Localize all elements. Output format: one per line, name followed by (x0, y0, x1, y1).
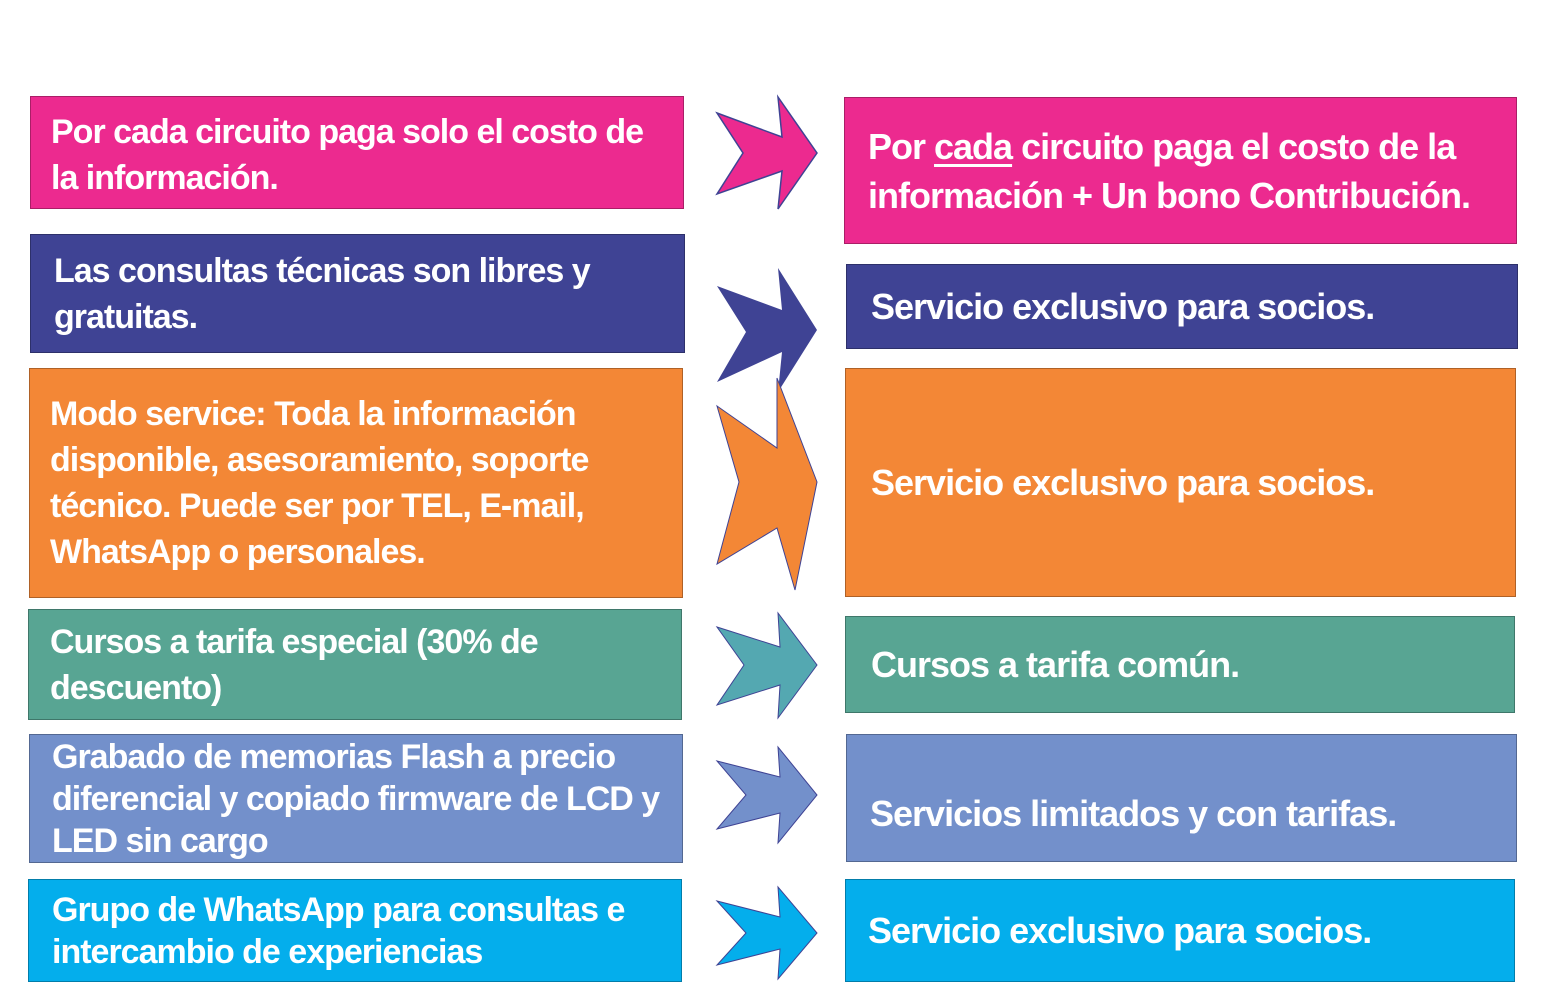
left-box-4-line-2: descuento) (50, 668, 222, 707)
right-box-6: Servicio exclusivo para socios. (845, 879, 1515, 982)
left-box-2-line-2: gratuitas. (54, 297, 198, 336)
right-box-1-text-a: Por (868, 125, 935, 167)
arrow-6 (715, 885, 818, 981)
left-box-4: Cursos a tarifa especial (30% de descuen… (28, 609, 682, 720)
right-box-3: Servicio exclusivo para socios. (845, 368, 1516, 597)
arrow-3 (716, 377, 818, 591)
left-box-6-line-2: intercambio de experiencias (52, 932, 483, 971)
right-box-3-text: Servicio exclusivo para socios. (871, 462, 1375, 503)
left-box-1: Por cada circuito paga solo el costo de … (30, 96, 684, 209)
right-box-5-text: Servicios limitados y con tarifas. (870, 793, 1397, 834)
left-box-5-line-1: Grabado de memorias Flash a precio (52, 737, 616, 776)
left-box-3-line-1: Modo service: Toda la información (50, 395, 577, 433)
right-box-5: Servicios limitados y con tarifas. (846, 734, 1517, 862)
right-box-1: Por cada circuito paga el costo de la in… (844, 97, 1517, 244)
right-box-2: Servicio exclusivo para socios. (846, 264, 1518, 349)
right-box-4: Cursos a tarifa común. (845, 616, 1515, 713)
right-box-4-text: Cursos a tarifa común. (871, 644, 1240, 685)
left-box-5-line-3: LED sin cargo (52, 821, 269, 860)
right-box-1-line-1: Por cada circuito paga el costo de la (868, 122, 1496, 171)
left-box-1-line-1: Por cada circuito paga solo el costo de (51, 113, 644, 151)
left-box-4-line-1: Cursos a tarifa especial (30% de (50, 622, 539, 661)
left-box-6-line-1: Grupo de WhatsApp para consultas e (52, 890, 625, 929)
right-box-1-underlined-word: cada (934, 125, 1013, 167)
arrow-4 (715, 611, 818, 720)
left-box-2-line-1: Las consultas técnicas son libres y (54, 251, 591, 290)
left-box-3-line-3: técnico. Puede ser por TEL, E-mail, (50, 487, 585, 525)
arrow-1 (715, 94, 818, 210)
arrow-2 (717, 268, 817, 392)
left-box-5: Grabado de memorias Flash a precio difer… (29, 734, 683, 863)
left-box-1-line-2: la información. (51, 159, 279, 197)
left-box-6: Grupo de WhatsApp para consultas e inter… (28, 879, 682, 982)
left-box-5-line-2: diferencial y copiado firmware de LCD y (52, 779, 660, 818)
arrow-5 (715, 745, 818, 845)
left-box-3: Modo service: Toda la información dispon… (29, 368, 683, 598)
right-box-1-line-2: información + Un bono Contribución. (868, 174, 1471, 216)
left-box-2: Las consultas técnicas son libres y grat… (30, 234, 685, 353)
right-box-2-text: Servicio exclusivo para socios. (871, 286, 1375, 327)
left-box-3-line-2: disponible, asesoramiento, soporte (50, 441, 589, 479)
right-box-1-text-b: circuito paga el costo de la (1012, 125, 1456, 167)
left-box-3-line-4: WhatsApp o personales. (50, 533, 426, 571)
right-box-6-text: Servicio exclusivo para socios. (868, 910, 1372, 951)
